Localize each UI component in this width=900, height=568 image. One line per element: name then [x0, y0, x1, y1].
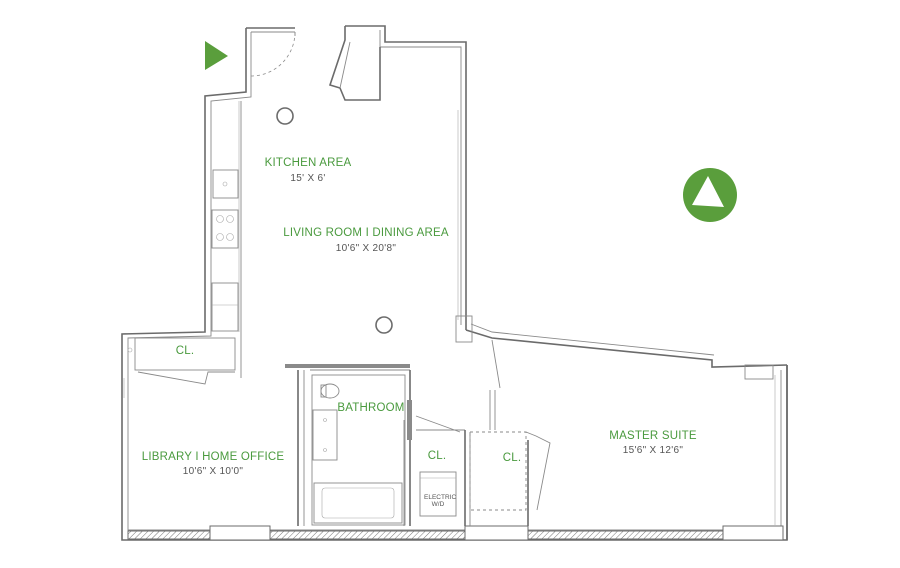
column-living — [375, 316, 393, 334]
library-office-size: 10'6" X 10'0" — [182, 466, 244, 477]
master-suite-label: MASTER SUITE — [609, 430, 697, 442]
north-compass-icon — [683, 168, 737, 222]
kitchen-area-label: KITCHEN AREA — [264, 157, 352, 169]
interior-partitions — [285, 339, 551, 526]
living-dining-size: 10'6" X 20'8" — [335, 243, 397, 254]
master-suite-size: 15'6" X 12'6" — [622, 445, 684, 456]
wall-hatching — [127, 525, 784, 541]
structural-column — [328, 26, 381, 101]
library-closet-label: CL. — [175, 345, 195, 357]
column-kitchen — [276, 107, 294, 125]
bathroom-fixtures — [311, 374, 412, 526]
living-dining-label: LIVING ROOM I DINING AREA — [283, 227, 449, 239]
kitchen-counter — [211, 101, 242, 332]
bathroom-label: BATHROOM — [337, 402, 405, 414]
entry-door — [250, 31, 296, 77]
kitchen-area-size: 15' X 6' — [290, 173, 326, 184]
hall-closet-label: CL. — [427, 450, 447, 462]
master-closet-label: CL. — [502, 452, 522, 464]
washer-dryer — [419, 471, 457, 517]
washer-dryer-label: ELECTRIC W/D — [424, 494, 457, 509]
entry-arrow-icon — [205, 41, 228, 70]
window-piers — [455, 315, 774, 380]
library-office-label: LIBRARY I HOME OFFICE — [141, 451, 285, 463]
library-closet — [123, 332, 242, 398]
